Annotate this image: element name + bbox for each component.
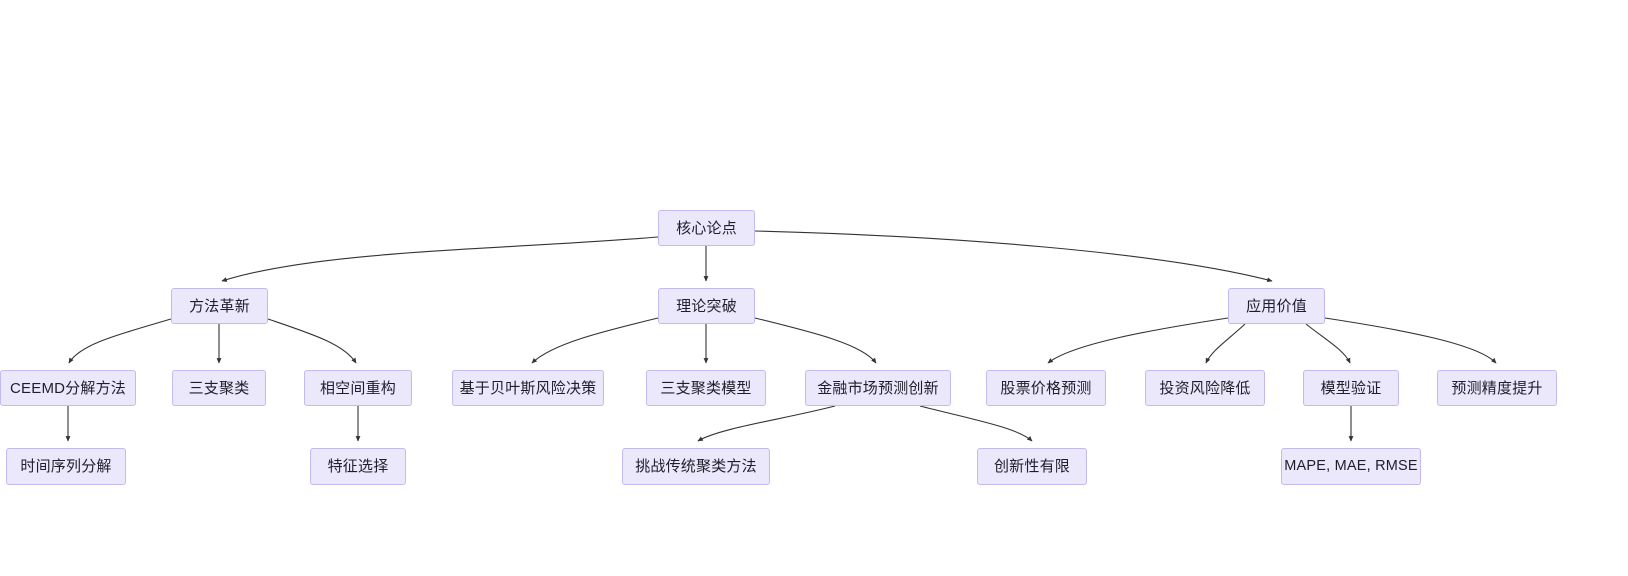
edge-b2-c6	[754, 317, 877, 364]
node-label: 预测精度提升	[1451, 379, 1543, 397]
node-label: 方法革新	[189, 297, 250, 315]
node-label: 特征选择	[327, 458, 389, 475]
edge-b2-c4	[531, 317, 659, 364]
node-label: 相空间重构	[319, 379, 396, 397]
node-label: 股票价格预测	[1000, 379, 1092, 397]
node-d1[interactable]: 时间序列分解	[6, 448, 126, 485]
node-b1[interactable]: 方法革新	[171, 288, 268, 324]
node-label: CEEMD分解方法	[10, 379, 126, 397]
node-root[interactable]: 核心论点	[658, 210, 755, 246]
node-d5[interactable]: MAPE, MAE, RMSE	[1281, 448, 1421, 485]
edge-b3-c9	[1305, 323, 1351, 364]
node-b3[interactable]: 应用价值	[1228, 288, 1325, 324]
edge-root-b3	[754, 230, 1273, 283]
node-label: 三支聚类模型	[660, 379, 752, 397]
edge-root-b1	[221, 236, 659, 282]
node-label: MAPE, MAE, RMSE	[1284, 458, 1418, 475]
edge-b1-c1	[68, 318, 172, 364]
node-label: 金融市场预测创新	[817, 379, 939, 397]
edge-b1-c3	[267, 318, 357, 364]
node-c7[interactable]: 股票价格预测	[986, 370, 1106, 406]
node-c2[interactable]: 三支聚类	[172, 370, 266, 406]
node-b2[interactable]: 理论突破	[658, 288, 755, 324]
node-c8[interactable]: 投资风险降低	[1145, 370, 1265, 406]
edge-b3-c7	[1047, 317, 1229, 364]
node-c10[interactable]: 预测精度提升	[1437, 370, 1557, 406]
node-label: 挑战传统聚类方法	[635, 458, 757, 475]
node-d2[interactable]: 特征选择	[310, 448, 406, 485]
node-c1[interactable]: CEEMD分解方法	[0, 370, 136, 406]
node-label: 基于贝叶斯风险决策	[459, 379, 597, 397]
node-label: 创新性有限	[993, 458, 1070, 475]
node-c9[interactable]: 模型验证	[1303, 370, 1399, 406]
node-label: 三支聚类	[188, 379, 250, 397]
node-c5[interactable]: 三支聚类模型	[646, 370, 766, 406]
node-d3[interactable]: 挑战传统聚类方法	[622, 448, 770, 485]
node-c6[interactable]: 金融市场预测创新	[805, 370, 951, 406]
edge-c6-d3	[697, 405, 836, 442]
edge-b3-c10	[1324, 317, 1497, 364]
edge-c6-d4	[919, 405, 1033, 442]
node-label: 模型验证	[1320, 379, 1382, 397]
node-d4[interactable]: 创新性有限	[977, 448, 1087, 485]
node-label: 投资风险降低	[1159, 379, 1251, 397]
edge-b3-c8	[1205, 323, 1246, 364]
node-label: 核心论点	[676, 219, 737, 237]
node-c4[interactable]: 基于贝叶斯风险决策	[452, 370, 604, 406]
node-label: 理论突破	[676, 297, 737, 315]
node-label: 应用价值	[1246, 297, 1307, 315]
node-label: 时间序列分解	[20, 458, 112, 475]
node-c3[interactable]: 相空间重构	[304, 370, 412, 406]
